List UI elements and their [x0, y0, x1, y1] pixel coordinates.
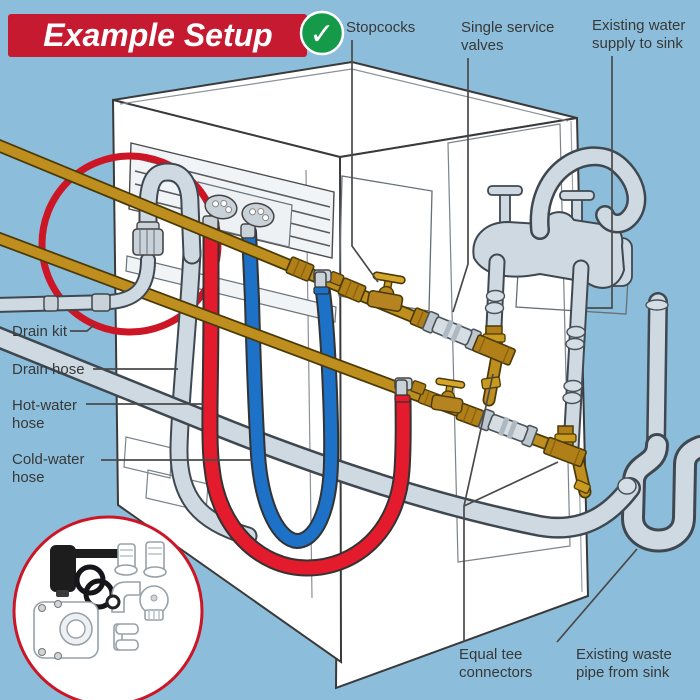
label-hot-water-2: hose: [12, 415, 45, 432]
elbow-fitting-part: [105, 581, 141, 613]
pipe-clamp-part: [33, 600, 99, 660]
cold-hose-elbow: [313, 269, 345, 295]
check-icon: ✓: [309, 17, 334, 52]
label-equal-tee-2: connectors: [459, 664, 532, 681]
sink-tap-handle-2: [559, 190, 595, 201]
label-existing-waste-2: pipe from sink: [576, 664, 670, 681]
sink-spout: [532, 148, 644, 238]
label-single-service-2: valves: [461, 37, 504, 54]
equal-tee-connector-2: [542, 425, 591, 494]
adapter-part: [139, 585, 169, 621]
wall-board-1: [338, 175, 433, 312]
callout-labels: Stopcocks Single service valves Existing…: [12, 17, 685, 681]
check-badge: ✓: [299, 10, 345, 56]
p-trap: [623, 436, 700, 550]
drain-kit-hose-connector: [132, 221, 164, 256]
drain-hose-loop: [140, 164, 200, 263]
hose-connector-part-1: [114, 543, 138, 576]
label-single-service-1: Single service: [461, 19, 554, 36]
machine-side-inset-line: [447, 123, 571, 563]
machine-inlet-connectors: [202, 194, 275, 239]
drain-kit-union-nut: [91, 293, 111, 312]
cold-water-hose: [241, 224, 340, 550]
label-cold-water-1: Cold-water: [12, 451, 85, 468]
label-existing-supply-1: Existing water: [592, 17, 685, 34]
example-setup-banner: Example Setup: [8, 14, 307, 57]
label-existing-supply-2: supply to sink: [592, 35, 683, 52]
waste-trap: [620, 292, 700, 553]
sink-tap-stem-1: [499, 191, 511, 227]
hose-connector-part-2: [143, 541, 167, 578]
inlet-valve-hot: [204, 194, 238, 220]
machine-lower-panel-1: [123, 436, 173, 479]
label-stopcocks: Stopcocks: [346, 19, 415, 36]
supply-pipe-upper: [0, 140, 499, 355]
banner-title: Example Setup: [43, 17, 272, 53]
drain-kit-parts-inset: [12, 515, 204, 700]
label-existing-waste-1: Existing waste: [576, 646, 672, 663]
sink-tap-handle-1: [487, 185, 523, 196]
check-circle: [299, 10, 345, 56]
equal-tee-connector-1: [471, 325, 517, 390]
label-drain-hose: Drain hose: [12, 361, 85, 378]
u-clip-part: [113, 623, 139, 651]
inlet-valve-cold: [241, 202, 275, 228]
leader-equal-tee: [463, 373, 559, 642]
hot-hose-elbow: [394, 377, 427, 403]
t-handle-tool: [50, 545, 122, 597]
label-drain-kit: Drain kit: [12, 323, 68, 340]
leader-existing-supply: [586, 56, 613, 309]
hot-water-hose: [201, 215, 412, 577]
leader-lines: [70, 40, 638, 643]
label-cold-water-2: hose: [12, 469, 45, 486]
drain-hose-trap-joint: [617, 477, 637, 495]
leader-existing-waste: [556, 548, 638, 643]
label-hot-water-1: Hot-water: [12, 397, 77, 414]
machine-recess-strip: [125, 255, 337, 323]
drain-kit: [0, 221, 164, 313]
banner-background: [8, 14, 307, 57]
leader-drain-kit: [70, 324, 95, 332]
leader-single-service: [452, 58, 469, 313]
label-equal-tee-1: Equal tee: [459, 646, 522, 663]
leader-stopcocks: [351, 40, 379, 283]
